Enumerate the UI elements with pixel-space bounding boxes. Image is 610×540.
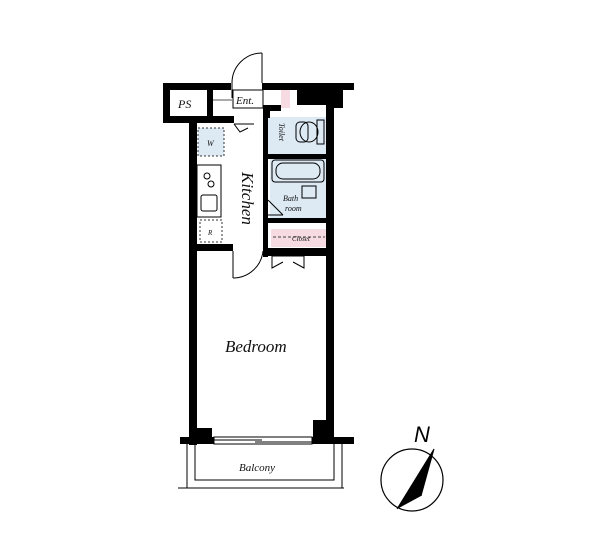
bedroom-door — [232, 250, 264, 279]
kitchen-door-top — [233, 123, 254, 133]
sliding-window — [213, 436, 313, 445]
pink-strip — [281, 90, 290, 108]
refrigerator-space — [199, 219, 223, 243]
bathroom-label-2: room — [285, 204, 302, 213]
compass-needle — [397, 449, 434, 509]
entrance-label: Ent. — [235, 95, 254, 107]
toilet-label: Toilet — [277, 123, 286, 142]
washer-space — [197, 127, 225, 157]
bathtub — [271, 159, 325, 199]
washer-label: W — [207, 139, 215, 148]
north-label: N — [414, 422, 430, 447]
toilet-fixture — [295, 119, 325, 145]
bath-door-swing — [267, 199, 284, 216]
compass: N — [380, 422, 444, 512]
balcony-outline — [178, 444, 344, 489]
kitchen-counter — [196, 164, 222, 218]
ps-label: PS — [177, 97, 191, 111]
balcony-label: Balcony — [239, 462, 275, 474]
entrance-door — [231, 52, 264, 109]
refrigerator-label: R — [207, 229, 213, 237]
closet-doors — [271, 255, 305, 269]
washer-area — [198, 128, 224, 156]
bathroom-label-1: Bath — [283, 194, 298, 203]
bathroom-area — [270, 158, 326, 218]
bedroom-label: Bedroom — [225, 337, 287, 356]
kitchen-label: Kitchen — [238, 171, 257, 225]
closet-area — [271, 229, 327, 247]
closet-label: Closet — [292, 235, 311, 243]
